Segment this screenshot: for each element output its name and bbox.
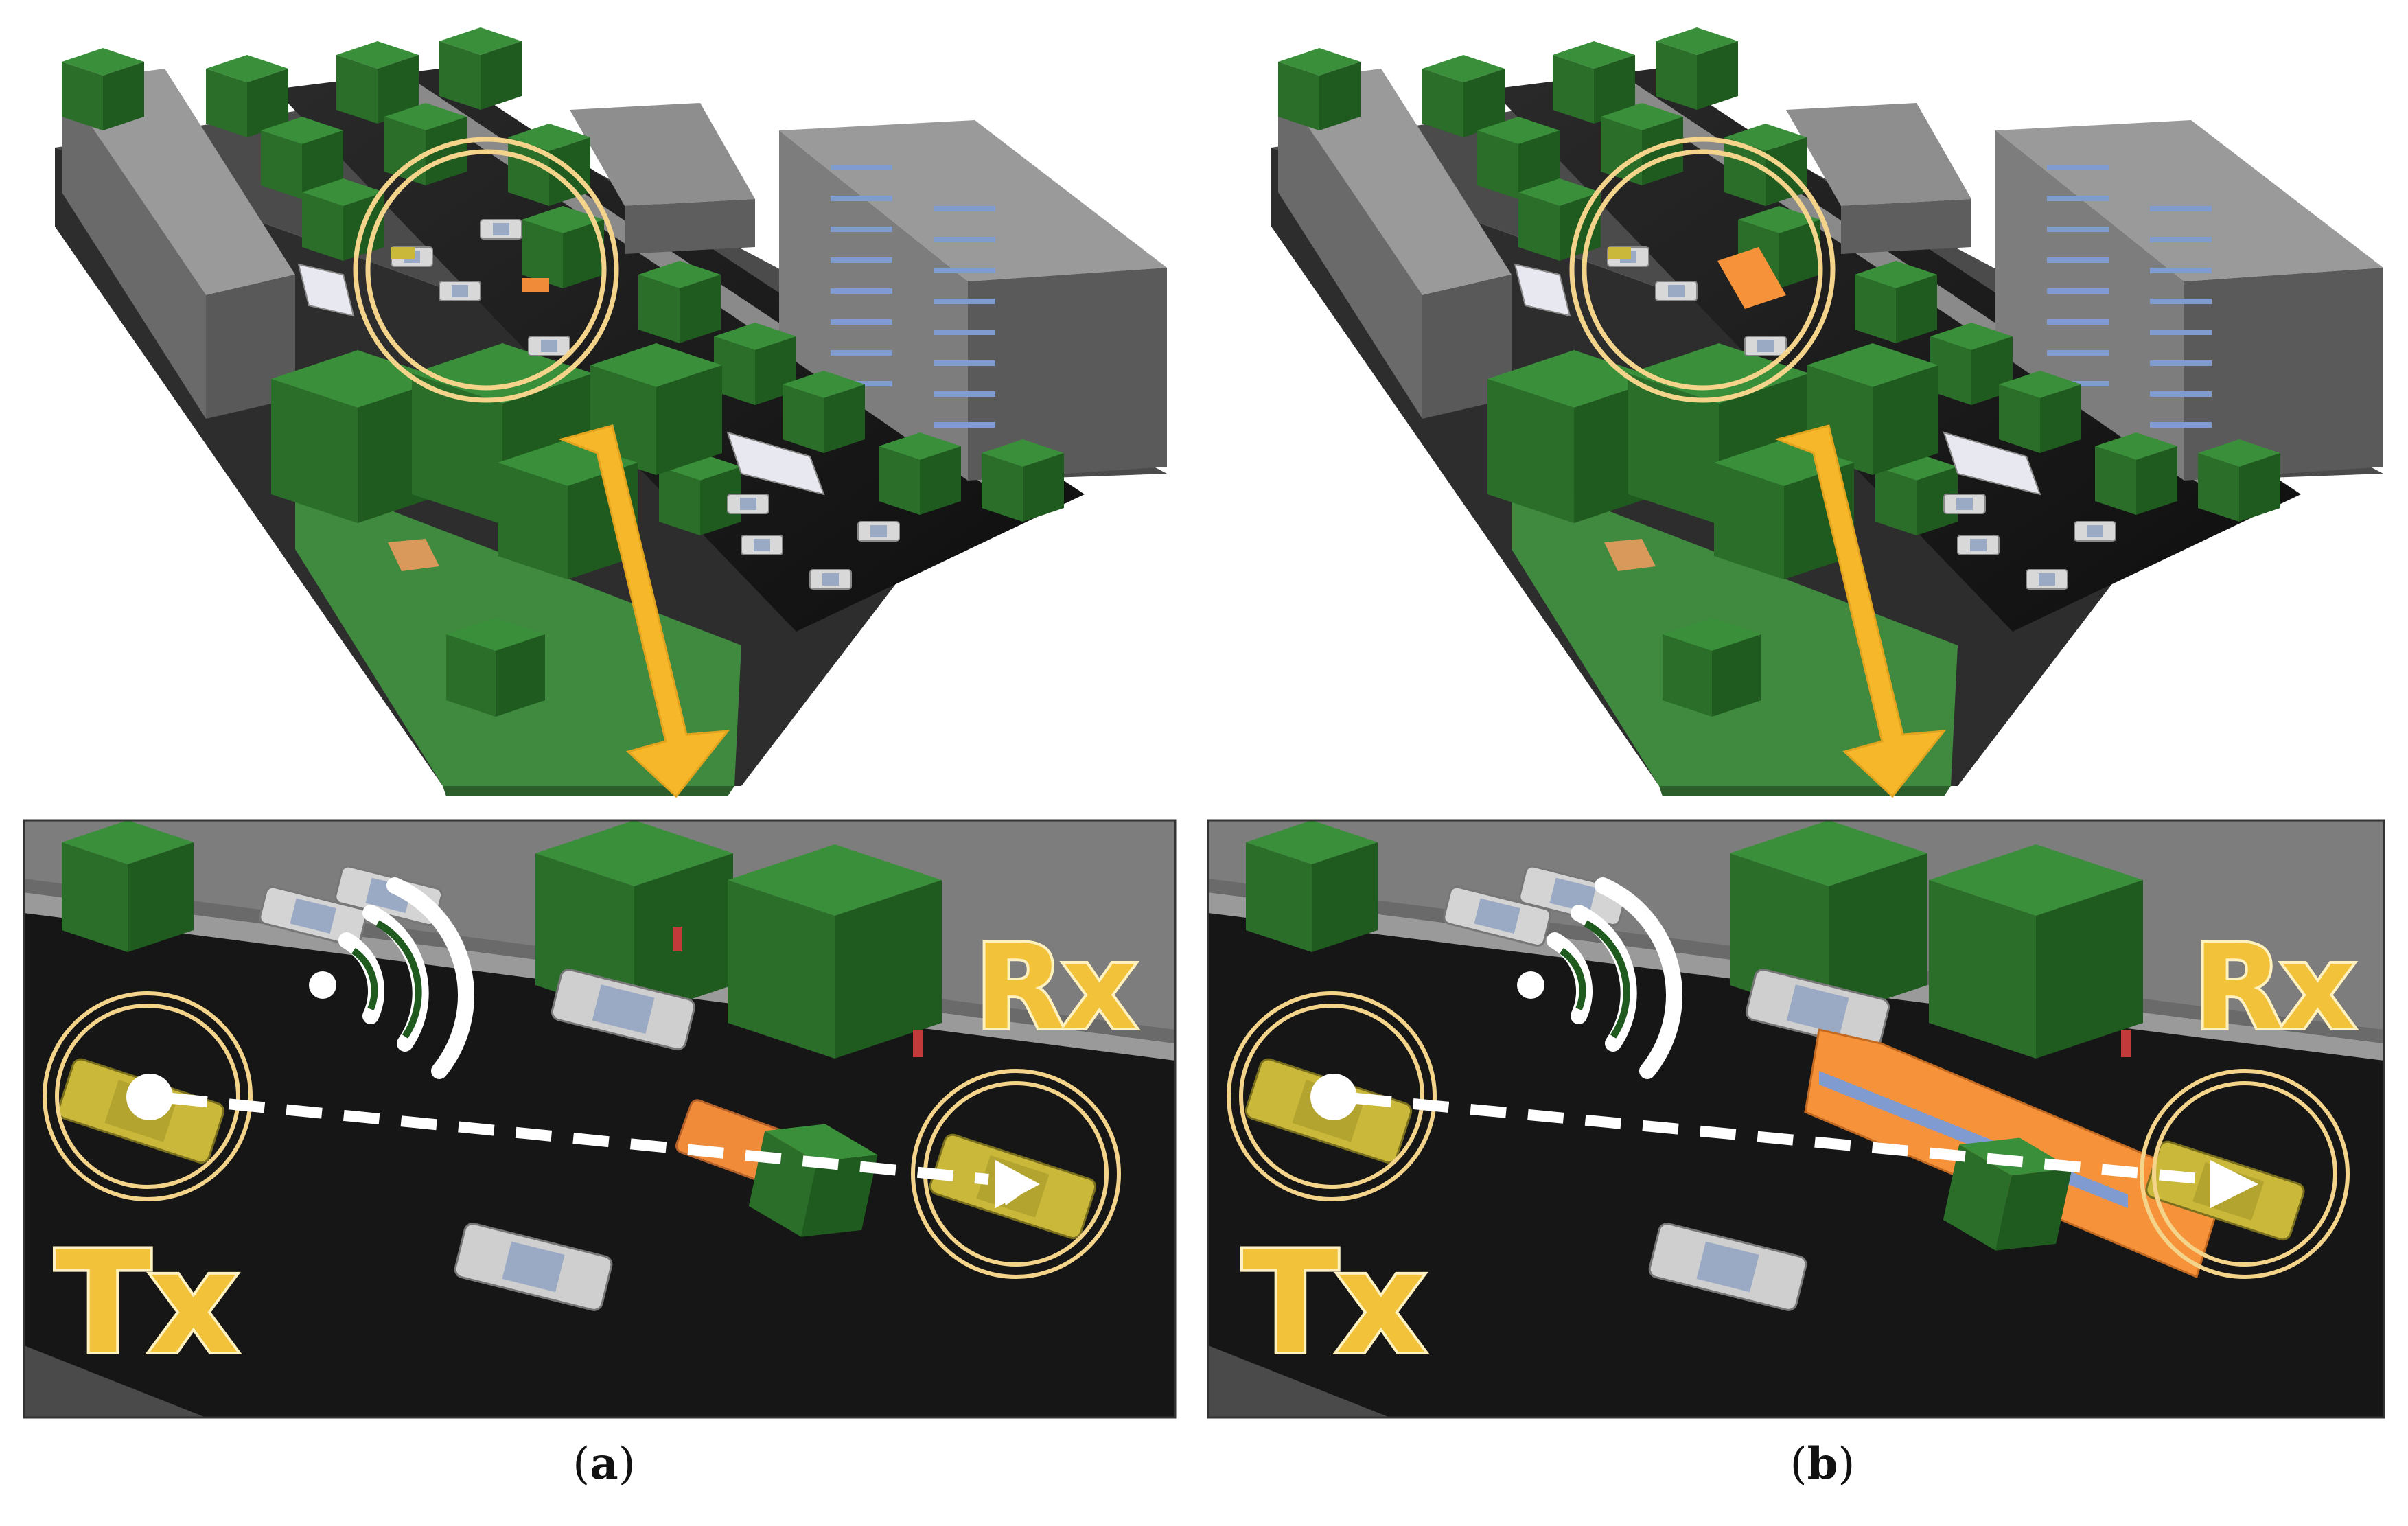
right-building (779, 120, 1167, 481)
wireless-signal-icon (309, 877, 474, 1079)
dashed-link-arrow-icon (126, 1074, 1040, 1208)
tx-ring (43, 991, 253, 1201)
caption-a: (a) (572, 1438, 636, 1490)
zoom-arrow-icon (1774, 424, 1947, 798)
panel-b-zoom-view (1207, 819, 2385, 1419)
focus-ring-b (1569, 137, 1836, 403)
rx-ring (2140, 1069, 2350, 1279)
panel-a-city-view (55, 27, 1167, 798)
rx-label-a: Rx (972, 917, 1140, 1059)
rx-label-b: Rx (2190, 917, 2359, 1059)
blocker-car-small (522, 278, 549, 292)
tx-label-b: Tx (1240, 1219, 1429, 1388)
caption-b: (b) (1790, 1438, 1855, 1490)
wireless-signal-icon (1517, 877, 1682, 1079)
zoom-arrow-icon (558, 424, 730, 798)
panel-b-city-view (1271, 27, 2383, 798)
dashed-link-arrow-icon (1310, 1074, 2258, 1208)
tx-label-a: Tx (52, 1219, 242, 1388)
panel-a-zoom-view (23, 819, 1177, 1419)
blocker-bus-small (1717, 247, 1786, 309)
focus-ring-a (353, 137, 619, 403)
tx-ring (1227, 991, 1437, 1201)
